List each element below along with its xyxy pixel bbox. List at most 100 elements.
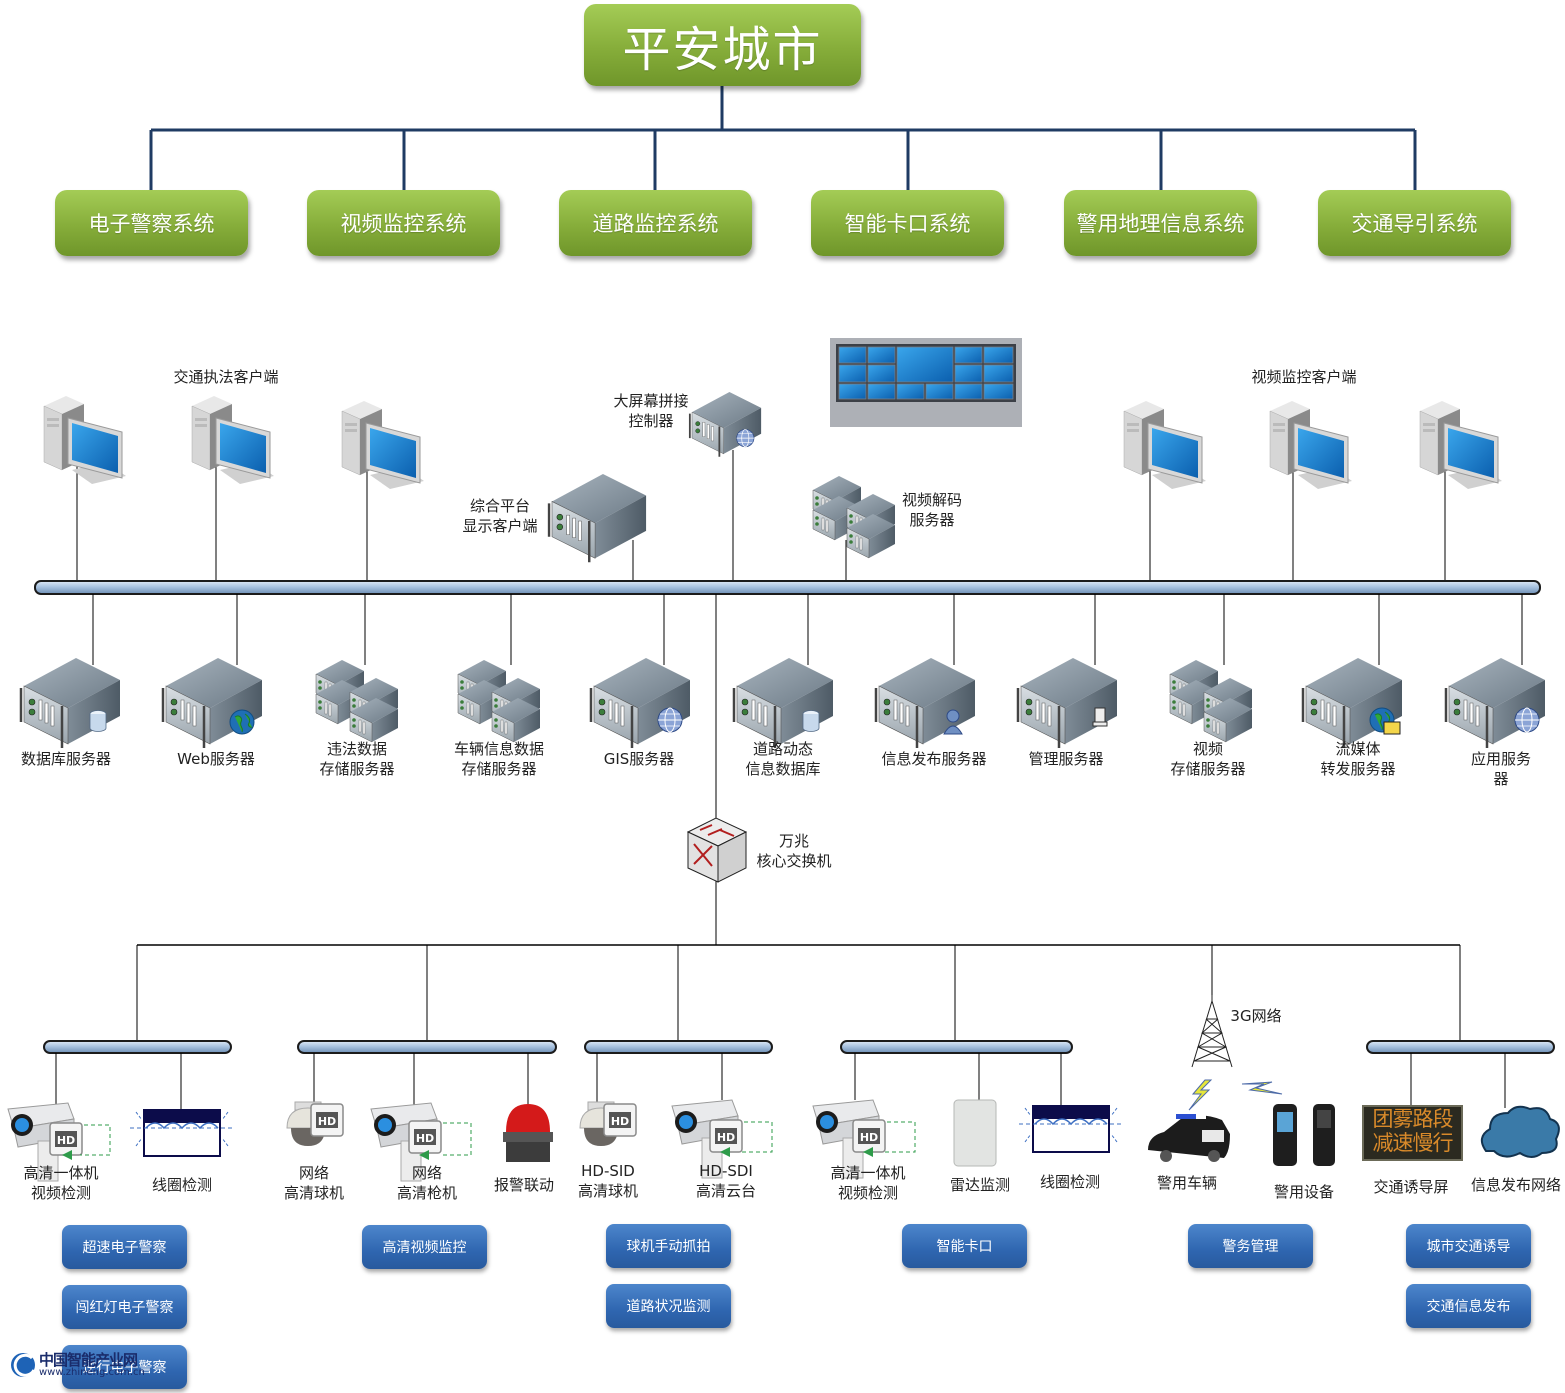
cell-tower-icon [1191, 995, 1233, 1068]
traffic-guidance-screen-icon: 团雾路段 减速慢行 [1362, 1105, 1463, 1161]
alarm-light-icon [503, 1104, 553, 1162]
core-switch-label: 万兆 核心交换机 [756, 832, 832, 870]
device-label: 网络 高清枪机 [396, 1164, 458, 1202]
function-traffic-info-release[interactable]: 交通信息发布 [1406, 1284, 1531, 1328]
server-icon-road-db [732, 656, 835, 750]
server-icon-streaming [1301, 656, 1404, 750]
server-drops [92, 594, 1523, 945]
hd-sid-dome-camera-icon [579, 1101, 637, 1147]
function-dome-manual-capture[interactable]: 球机手动抓拍 [606, 1224, 731, 1268]
radar-icon [953, 1099, 997, 1167]
page-title: 平安城市 [584, 4, 861, 86]
core-switch-icon [686, 817, 748, 883]
integrated-platform-server-icon [547, 472, 648, 564]
server-icon-violation-storage [316, 660, 398, 742]
function-road-condition-monitoring[interactable]: 道路状况监测 [606, 1284, 731, 1328]
hd-sdi-ptz-camera-icon [671, 1099, 773, 1179]
device-label: 信息发布网络 [1470, 1176, 1562, 1194]
server-label: 应用服务器 [1470, 750, 1531, 788]
server-label: 数据库服务器 [20, 750, 112, 768]
loop-detector-icon [129, 1109, 235, 1157]
system-road-monitoring[interactable]: 道路监控系统 [559, 190, 752, 256]
video-surveillance-client-label: 视频监控客户端 [1251, 368, 1357, 386]
big-screen-controller-label: 大屏幕拼接 控制器 [613, 392, 689, 430]
police-car-icon [1148, 1114, 1230, 1162]
sub-bus-checkpoint [840, 1040, 1073, 1054]
device-label: 报警联动 [493, 1176, 555, 1194]
device-label: 高清一体机 视频检测 [23, 1164, 99, 1202]
server-label: GIS服务器 [603, 750, 675, 768]
server-icon-vehicle-storage [458, 660, 540, 742]
device-label: 警用设备 [1273, 1183, 1335, 1201]
function-urban-traffic-guidance[interactable]: 城市交通诱导 [1406, 1224, 1531, 1268]
function-speeding-e-police[interactable]: 超速电子警察 [62, 1225, 187, 1269]
system-traffic-guidance[interactable]: 交通导引系统 [1318, 190, 1511, 256]
sub-bus-guidance [1366, 1040, 1555, 1054]
device-label: 线圈检测 [1039, 1173, 1101, 1191]
integrated-platform-client-label: 综合平台 显示客户端 [462, 497, 538, 535]
watermark-logo-icon [11, 1353, 36, 1377]
sub-bus-road [584, 1040, 773, 1054]
traffic-enforcement-client-label: 交通执法客户端 [173, 368, 279, 386]
sub-buses [43, 1040, 1555, 1054]
device-label: 高清一体机 视频检测 [830, 1164, 906, 1202]
video-wall-icon [830, 338, 1022, 427]
server-label: 道路动态 信息数据库 [745, 740, 821, 778]
server-label: Web服务器 [177, 750, 255, 768]
network-bullet-camera-icon [370, 1102, 472, 1182]
loop-detector-icon [1018, 1105, 1124, 1153]
function-smart-checkpoint[interactable]: 智能卡口 [902, 1224, 1027, 1268]
system-video-surveillance[interactable]: 视频监控系统 [307, 190, 500, 256]
server-label: 视频 存储服务器 [1170, 740, 1246, 778]
device-label: HD-SDI 高清云台 [695, 1162, 757, 1200]
main-network-bus [34, 580, 1541, 595]
hd-integrated-camera-icon [7, 1102, 111, 1182]
watermark-title: 中国智能产业网 [39, 1350, 138, 1369]
device-label: 网络 高清球机 [283, 1164, 345, 1202]
led-line-2: 减速慢行 [1372, 1131, 1454, 1155]
server-label: 车辆信息数据 存储服务器 [453, 740, 545, 778]
server-label: 管理服务器 [1028, 750, 1104, 768]
system-police-gis[interactable]: 警用地理信息系统 [1064, 190, 1257, 256]
function-wrong-way-e-police[interactable]: 逆行电子警察 [62, 1345, 187, 1389]
server-icon-web [161, 656, 264, 750]
device-label: 雷达监测 [949, 1176, 1011, 1194]
function-police-management[interactable]: 警务管理 [1188, 1224, 1313, 1268]
video-decoder-server-icon [813, 476, 895, 558]
big-screen-controller-icon [688, 391, 763, 458]
function-hd-video-surveillance[interactable]: 高清视频监控 [362, 1225, 487, 1269]
led-line-1: 团雾路段 [1372, 1107, 1454, 1131]
lightning-icon [1188, 1079, 1213, 1111]
watermark: 中国智能产业网 www.zhineng.com.cn [10, 1352, 145, 1378]
sub-bus-video [297, 1040, 557, 1054]
server-icon-info-release [874, 656, 977, 750]
distribution-lines [136, 944, 1461, 1041]
server-icon-management [1016, 656, 1119, 750]
info-network-cloud-icon [1480, 1105, 1560, 1158]
device-label: HD-SID 高清球机 [577, 1162, 639, 1200]
device-label: 交通诱导屏 [1373, 1178, 1449, 1196]
video-decoder-server-label: 视频解码 服务器 [901, 491, 963, 529]
server-label: 信息发布服务器 [881, 750, 987, 768]
server-label: 违法数据 存储服务器 [319, 740, 395, 778]
server-icon-application [1444, 656, 1547, 750]
system-e-police[interactable]: 电子警察系统 [55, 190, 248, 256]
server-icon-video-storage [1170, 660, 1252, 742]
watermark-url: www.zhineng.com.cn [39, 1366, 145, 1378]
device-drops [55, 1053, 1506, 1110]
client-drops [76, 450, 1446, 582]
system-smart-checkpoint[interactable]: 智能卡口系统 [811, 190, 1004, 256]
server-icon-database [19, 656, 122, 750]
title-tree-connector [149, 86, 1417, 190]
server-icon-gis [589, 656, 692, 750]
network-3g-label: 3G网络 [1230, 1007, 1282, 1025]
pc-icons [43, 395, 1503, 490]
device-label: 线圈检测 [151, 1176, 213, 1194]
function-red-light-e-police[interactable]: 闯红灯电子警察 [62, 1285, 187, 1329]
hd-integrated-camera-icon [812, 1099, 916, 1179]
network-dome-camera-icon [286, 1101, 344, 1147]
sub-bus-e-police [43, 1040, 232, 1054]
police-device-icon [1273, 1104, 1335, 1166]
lightning-icon [1241, 1081, 1283, 1095]
